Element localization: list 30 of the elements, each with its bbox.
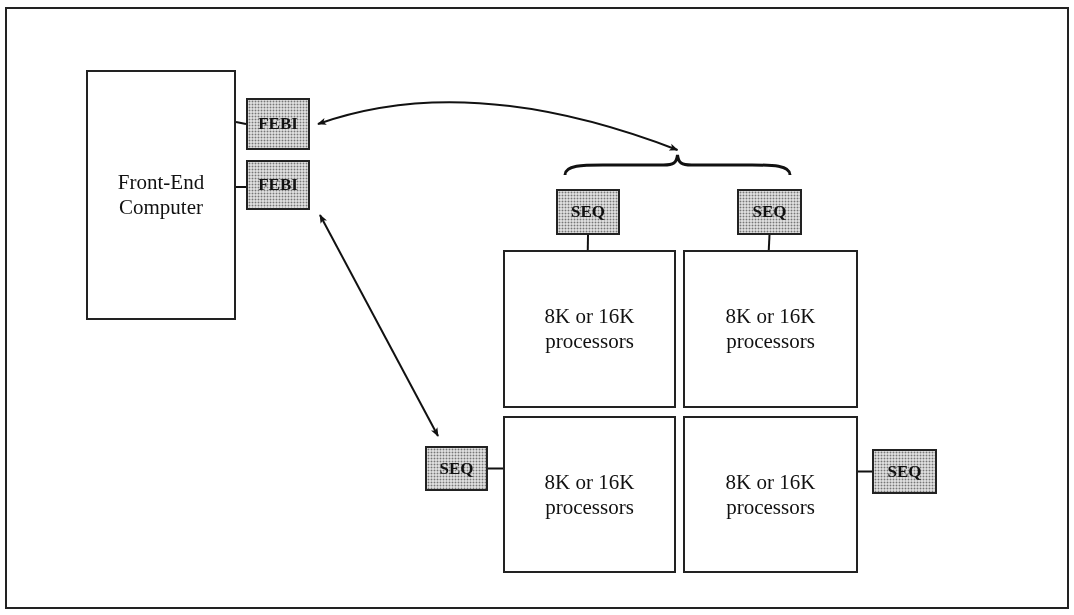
processor-box	[683, 416, 858, 573]
interface-box	[246, 98, 310, 150]
box-label: SEQ	[886, 461, 923, 482]
box-label: SEQ	[751, 202, 788, 222]
connector-line	[767, 234, 771, 251]
processor-box	[503, 250, 676, 408]
connector-line	[235, 121, 247, 125]
processor-box	[683, 250, 858, 408]
box-label: 8K or 16K processors	[543, 304, 636, 354]
interface-box	[872, 449, 937, 494]
box-label: 8K or 16K processors	[724, 304, 817, 354]
processor-box	[503, 416, 676, 573]
connector-line	[857, 470, 873, 473]
interface-box	[556, 189, 620, 235]
interface-box	[425, 446, 488, 491]
box-label: SEQ	[438, 458, 475, 479]
box-label: FEBI	[257, 175, 299, 195]
box-label: Front-End Computer	[116, 170, 206, 220]
double-arrow	[319, 214, 439, 437]
connector-line	[487, 467, 504, 470]
box-label: 8K or 16K processors	[543, 469, 636, 520]
connector-line	[235, 186, 247, 188]
double-arrow	[317, 101, 679, 151]
connector-line	[586, 234, 589, 251]
computer-box	[86, 70, 236, 320]
interface-box	[737, 189, 802, 235]
box-label: FEBI	[257, 114, 299, 134]
interface-box	[246, 160, 310, 210]
box-label: 8K or 16K processors	[724, 469, 817, 520]
box-label: SEQ	[570, 202, 606, 222]
